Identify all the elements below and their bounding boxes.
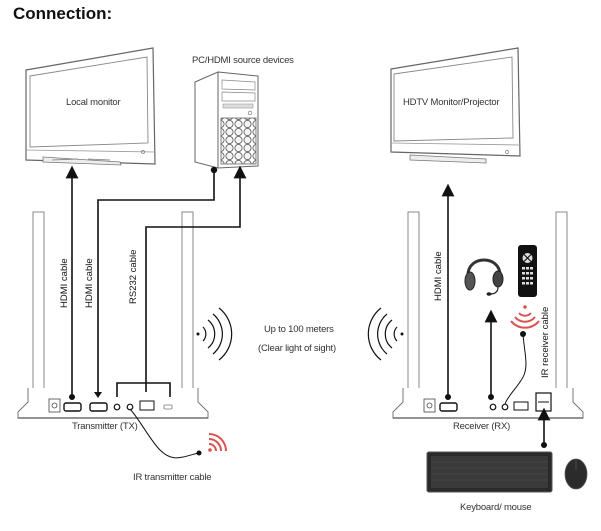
remote-control-icon bbox=[518, 245, 537, 297]
pc-tower bbox=[194, 71, 259, 169]
local-monitor-label: Local monitor bbox=[66, 97, 121, 108]
tx-antennae bbox=[32, 211, 194, 413]
ir-signal-rx-icon bbox=[510, 305, 540, 329]
cable-ir-receiver bbox=[504, 331, 527, 405]
receiver-label: Receiver (RX) bbox=[453, 421, 511, 432]
ir-signal-tx-icon bbox=[208, 433, 227, 452]
ir-transmitter-cable-label: IR transmitter cable bbox=[133, 472, 212, 483]
keyboard-icon bbox=[426, 451, 553, 493]
transmitter-box bbox=[17, 388, 209, 419]
hdmi-rx-cable-label: HDMI cable bbox=[433, 251, 444, 301]
hdtv-monitor-label: HDTV Monitor/Projector bbox=[403, 97, 500, 108]
wireless-tx-icon bbox=[196, 307, 233, 361]
pc-source-label: PC/HDMI source devices bbox=[192, 55, 294, 66]
cable-rs232 bbox=[116, 165, 247, 397]
hdmi-source-cable-label: HDMI cable bbox=[84, 258, 95, 308]
receiver-box bbox=[392, 388, 584, 419]
ir-receiver-cable-label: IR receiver cable bbox=[540, 306, 551, 378]
cable-hdmi-rx bbox=[441, 183, 455, 400]
mouse-icon bbox=[564, 458, 588, 490]
cable-usb-rx bbox=[537, 407, 551, 448]
page-title: Connection: bbox=[13, 4, 113, 23]
wireless-rx-icon bbox=[367, 307, 404, 361]
cable-audio-rx bbox=[484, 309, 498, 400]
transmitter-label: Transmitter (TX) bbox=[72, 421, 138, 432]
range-condition-label: (Clear light of sight) bbox=[258, 343, 336, 354]
local-monitor bbox=[25, 47, 156, 166]
cable-ir-transmitter bbox=[129, 408, 202, 459]
keyboard-mouse-label: Keyboard/ mouse bbox=[460, 502, 532, 513]
headset-icon bbox=[464, 258, 504, 296]
hdmi-local-cable-label: HDMI cable bbox=[59, 258, 70, 308]
range-distance-label: Up to 100 meters bbox=[264, 324, 334, 335]
rs232-cable-label: RS232 cable bbox=[128, 249, 139, 304]
cable-hdmi-local bbox=[65, 165, 79, 400]
cable-hdmi-source bbox=[94, 166, 218, 398]
hdtv-monitor bbox=[390, 47, 521, 164]
